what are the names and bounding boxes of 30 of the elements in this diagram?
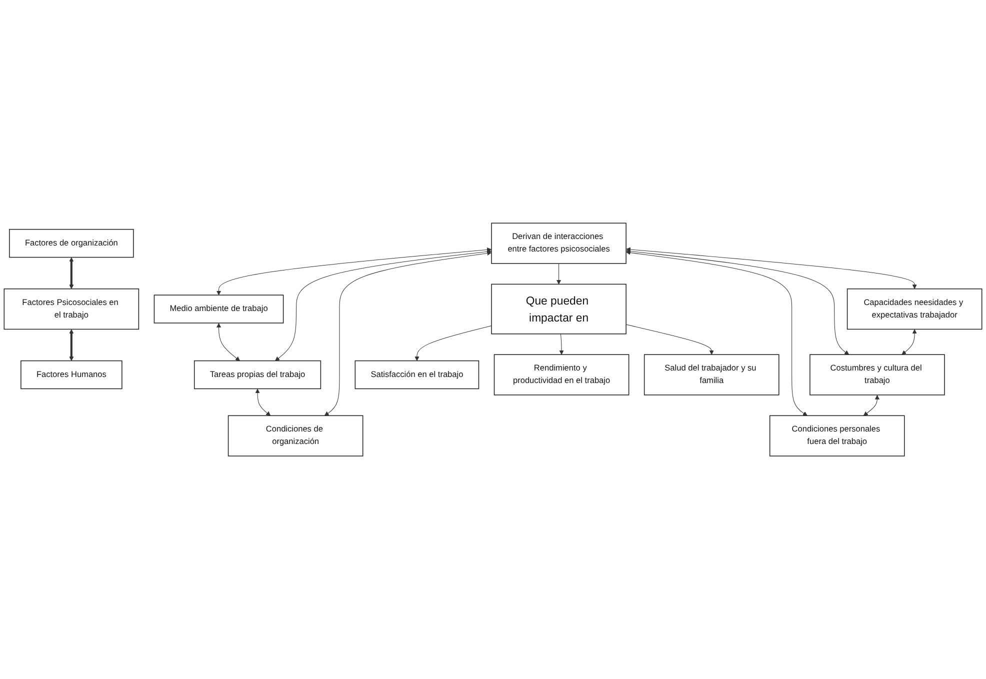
arrow bbox=[626, 248, 850, 355]
arrow bbox=[559, 334, 564, 355]
node-box: Capacidades neesidades y expectativas trabajador bbox=[846, 288, 982, 330]
arrow bbox=[863, 394, 880, 416]
node-box: Costumbres y cultura del trabajo bbox=[810, 354, 945, 396]
node-box: Medio ambiente de trabajo bbox=[154, 294, 284, 324]
arrow bbox=[216, 322, 240, 361]
arrow bbox=[626, 250, 808, 416]
node-box: Satisfacción en el trabajo bbox=[354, 360, 480, 390]
node-box: Tareas propias del trabajo bbox=[194, 360, 322, 390]
arrow bbox=[626, 247, 917, 289]
arrow bbox=[902, 329, 917, 355]
node-box: Factores de organización bbox=[9, 228, 134, 258]
node-box: Rendimiento y productividad en el trabajo bbox=[494, 354, 630, 396]
arrow bbox=[324, 250, 492, 416]
node-box: Factores Psicosociales en el trabajo bbox=[4, 288, 140, 330]
node-box: Que pueden impactar en bbox=[491, 284, 626, 334]
arrow bbox=[69, 329, 74, 361]
arrow bbox=[69, 257, 74, 289]
arrow bbox=[275, 249, 492, 361]
node-box: Condiciones de organización bbox=[228, 415, 364, 456]
arrow bbox=[255, 388, 271, 416]
arrow bbox=[626, 324, 714, 355]
node-box: Condiciones personales fuera del trabajo bbox=[769, 415, 905, 456]
node-box: Factores Humanos bbox=[20, 360, 122, 390]
arrow bbox=[216, 247, 492, 296]
node-box: Derivan de interacciones entre factores psicosociales bbox=[491, 222, 626, 264]
node-box: Salud del trabajador y su familia bbox=[644, 354, 780, 396]
arrow bbox=[414, 325, 492, 361]
arrow bbox=[556, 263, 562, 284]
